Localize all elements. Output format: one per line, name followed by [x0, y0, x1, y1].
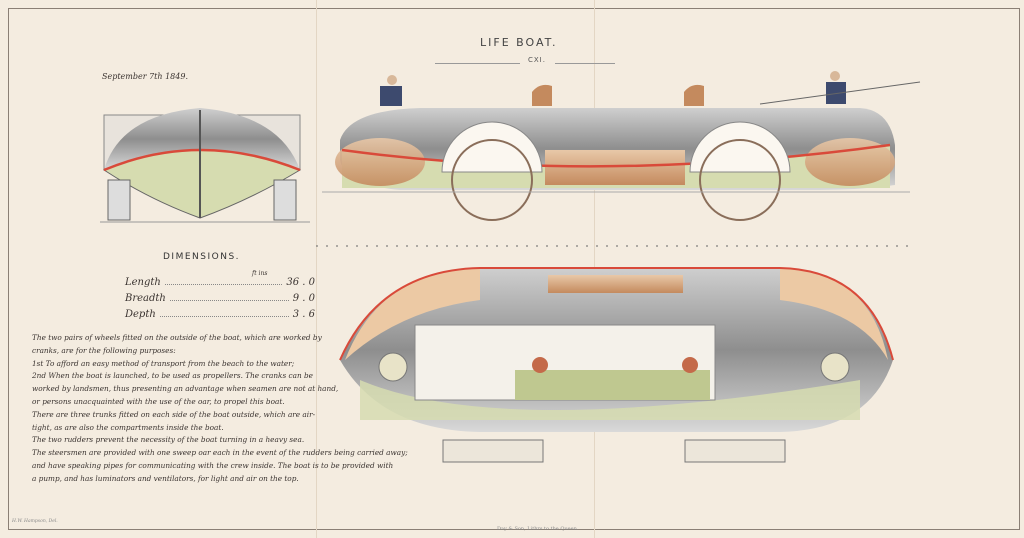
dimension-row: Depth 3 . 6	[125, 309, 315, 320]
description-line: or persons unacquainted with the use of …	[32, 396, 285, 406]
description-line: worked by landsmen, thus presenting an a…	[32, 384, 339, 394]
dimensions-heading: DIMENSIONS.	[163, 252, 241, 262]
end-view-drawing	[100, 108, 310, 223]
dimension-row: Breadth 9 . 0	[125, 293, 315, 304]
dimension-label: Depth	[125, 309, 156, 320]
description-line: 1st To afford an easy method of transpor…	[32, 358, 295, 368]
description-line: The steersmen are provided with one swee…	[32, 448, 408, 458]
plate-title: LIFE BOAT.	[480, 36, 558, 49]
description-line: a pump, and has luminators and ventilato…	[32, 473, 299, 483]
dimension-value: 9 . 0	[292, 293, 315, 304]
description-line: and have speaking pipes for communicatin…	[32, 460, 394, 470]
description-line: cranks, are for the following purposes:	[32, 345, 176, 355]
dimensions-units: ft ins	[252, 270, 268, 277]
printer-credit: Day & Son, Lithrs to the Queen.	[497, 526, 579, 532]
plan-view-drawing	[339, 267, 894, 463]
dimension-label: Length	[125, 277, 161, 288]
description-line: The two rudders prevent the necessity of…	[32, 435, 305, 445]
description-line: 2nd When the boat is launched, to be use…	[32, 371, 313, 381]
description-line: tight, as are also the compartments insi…	[32, 422, 224, 432]
description-line: The two pairs of wheels fitted on the ou…	[32, 333, 322, 342]
plate-border	[8, 8, 1020, 530]
side-elevation-drawing	[316, 71, 921, 247]
fold-line	[316, 0, 317, 538]
plate-number: CXI.	[528, 56, 546, 64]
plate-date: September 7th 1849.	[102, 72, 188, 81]
dimension-label: Breadth	[125, 293, 166, 304]
divider	[555, 63, 615, 64]
description-line: There are three trunks fitted on each si…	[32, 409, 316, 419]
description-text: The two pairs of wheels fitted on the ou…	[32, 332, 408, 486]
artist-credit: H.W. Hampson, Del.	[12, 519, 58, 524]
dimension-value: 3 . 6	[292, 309, 315, 320]
divider	[435, 63, 520, 64]
dimension-row: Length 36 . 0	[125, 277, 315, 288]
dimension-value: 36 . 0	[286, 277, 315, 288]
